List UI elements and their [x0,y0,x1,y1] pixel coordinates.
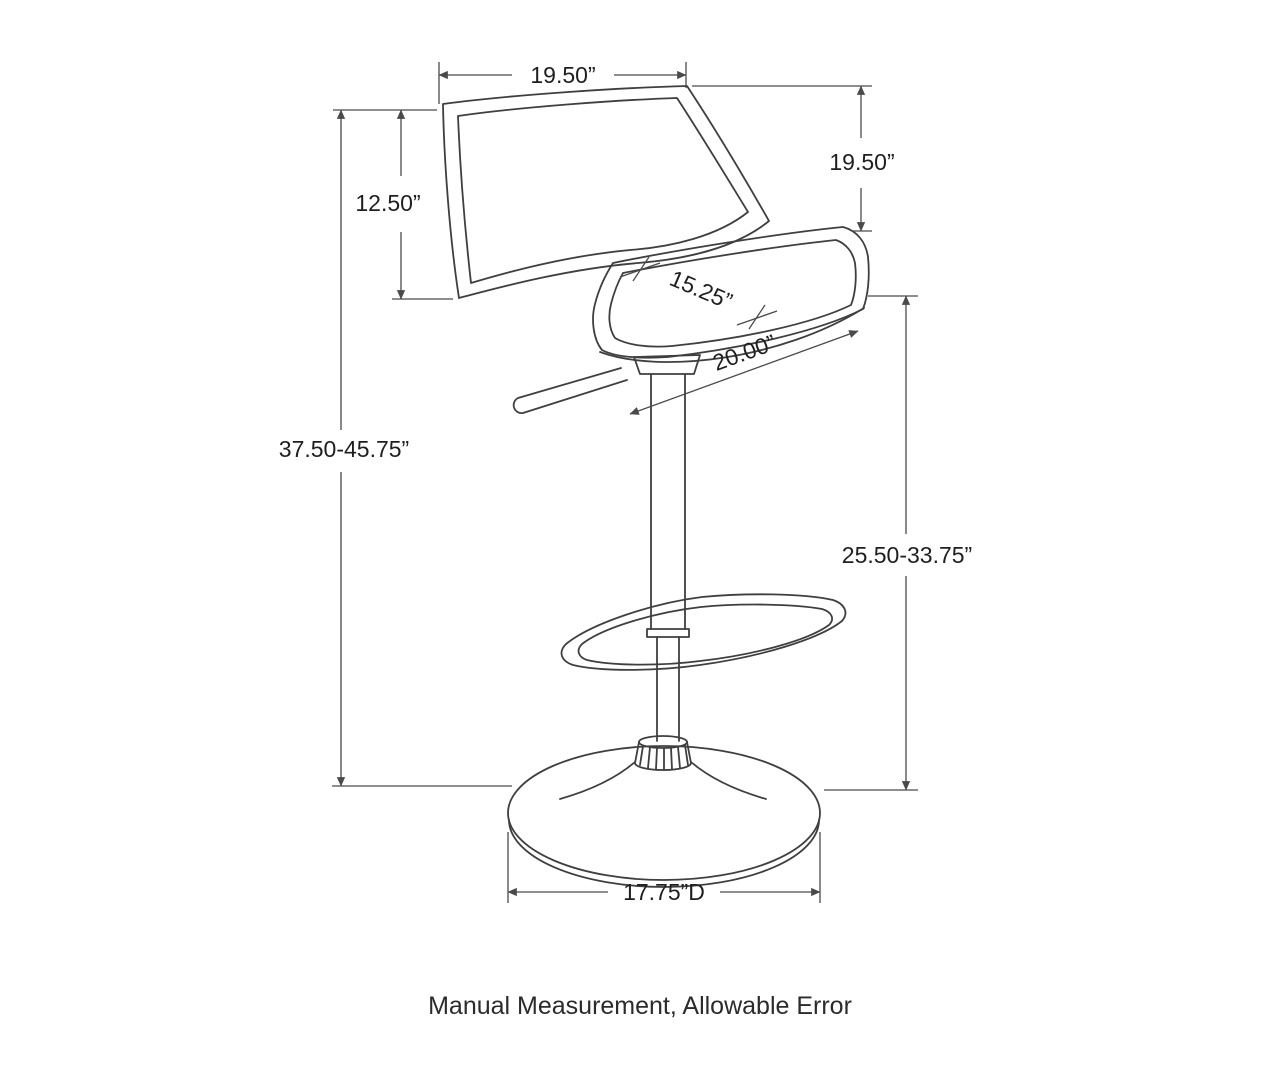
dim-seat-width [629,330,859,415]
dim-seat-depth [619,256,778,330]
footrest-outer [560,593,847,671]
adjustment-lever [512,367,628,414]
dim-base-diameter [507,832,821,903]
column-ring [646,628,690,638]
base-trumpet [559,761,767,800]
dim-back-to-seat [692,85,872,232]
dim-back-width [438,62,687,104]
dim-back-to-seat-label: 19.50” [829,149,894,175]
seat-outline [592,226,870,359]
column-upper [650,373,686,630]
dim-backrest-height-label: 12.50” [355,190,420,216]
seat-cushion-line [608,239,857,348]
base-plate [507,745,821,881]
dim-seat-depth-label: 15.25” [666,265,736,314]
dim-base-diameter-label: 17.75”D [623,879,705,905]
adjuster-knob [634,735,692,771]
footrest-inner [577,603,833,666]
backrest-inner-line [457,97,749,284]
dim-overall-height-label: 37.50-45.75” [279,436,409,462]
stool-drawing [442,85,870,888]
dim-seat-height [824,295,918,791]
dim-backrest-height [333,109,453,300]
caption-text: Manual Measurement, Allowable Error [428,992,852,1020]
backrest-outline [442,85,770,299]
dim-back-width-label: 19.50” [530,62,595,88]
dim-seat-height-label: 25.50-33.75” [842,542,972,568]
base-plate-edge [508,819,820,888]
dim-overall-height [332,109,512,787]
column-lower [656,636,680,742]
